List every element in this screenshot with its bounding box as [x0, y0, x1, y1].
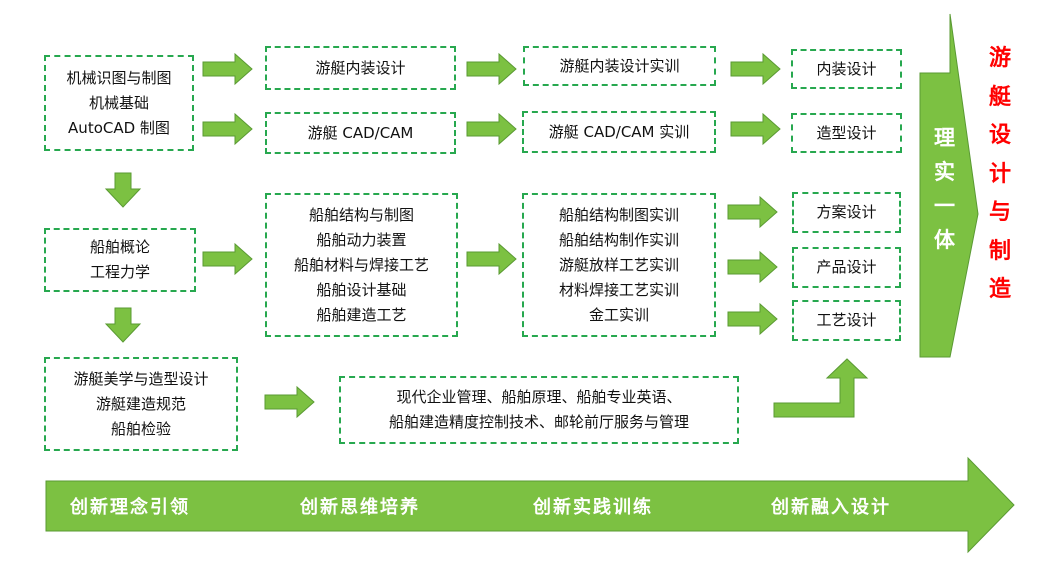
result-char: 与: [989, 200, 1012, 225]
core-box-3: 船舶结构与制图 船舶动力装置 船舶材料与焊接工艺 船舶设计基础 船舶建造工艺: [265, 193, 458, 337]
outcome-label: 产品设计: [816, 258, 877, 276]
result-char: 设: [989, 123, 1012, 148]
result-label: 游 艇 设 计 与 制 造: [989, 40, 1011, 310]
banner-label-3: 创新实践训练: [533, 497, 653, 518]
arrow-right: [202, 52, 253, 86]
course-label: 游艇内装设计实训: [559, 56, 680, 75]
arrow-bent-up: [773, 358, 869, 418]
arrow-right: [202, 242, 253, 276]
banner-label-1: 创新理念引领: [70, 497, 190, 518]
result-char: 计: [989, 161, 1012, 187]
general-courses-box: 现代企业管理、船舶原理、船舶专业英语、 船舶建造精度控制技术、邮轮前厅服务与管理: [339, 376, 739, 444]
banner-label-2: 创新思维培养: [300, 497, 420, 518]
arrow-right: [727, 250, 778, 284]
course-label: 船舶结构制作实训: [558, 230, 679, 249]
course-label: 游艇内装设计: [315, 58, 406, 77]
core-box-2: 游艇 CAD/CAM: [265, 112, 456, 154]
outcome-box-2: 造型设计: [791, 113, 902, 153]
core-box-1: 游艇内装设计: [265, 46, 456, 90]
integration-label: 理 实 一 体: [934, 121, 955, 257]
training-box-1: 游艇内装设计实训: [523, 46, 716, 86]
course-label: 游艇放样工艺实训: [558, 255, 679, 274]
integration-char: 理: [934, 126, 955, 150]
result-char: 游: [989, 46, 1012, 71]
integration-char: 体: [934, 228, 955, 252]
course-label: 现代企业管理、船舶原理、船舶专业英语、: [396, 388, 682, 406]
arrow-right: [202, 112, 253, 146]
result-char: 艇: [989, 84, 1012, 110]
arrow-down: [104, 307, 142, 343]
course-label: 船舶材料与焊接工艺: [293, 255, 429, 274]
course-label: 材料焊接工艺实训: [558, 280, 679, 299]
banner-label-4: 创新融入设计: [771, 497, 891, 518]
course-label: 金工实训: [588, 305, 649, 324]
arrow-down: [104, 172, 142, 208]
course-label: 船舶建造工艺: [316, 305, 407, 324]
integration-char: 实: [934, 160, 955, 184]
arrow-right: [466, 242, 517, 276]
course-label: 船舶建造精度控制技术、邮轮前厅服务与管理: [388, 413, 689, 431]
course-label: 游艇 CAD/CAM 实训: [548, 122, 690, 141]
outcome-box-5: 工艺设计: [792, 300, 901, 341]
integration-arrow: [919, 13, 979, 358]
result-char: 造: [989, 277, 1012, 302]
course-label: AutoCAD 制图: [68, 118, 170, 137]
course-label: 船舶动力装置: [316, 230, 407, 249]
outcome-box-1: 内装设计: [791, 49, 902, 89]
outcome-label: 方案设计: [816, 203, 877, 221]
integration-char: 一: [934, 194, 955, 218]
banner-arrow: [45, 456, 1015, 554]
arrow-right: [727, 195, 778, 229]
course-label: 机械基础: [88, 93, 149, 112]
course-label: 船舶概论: [89, 238, 150, 256]
outcome-label: 内装设计: [816, 59, 877, 78]
outcome-label: 造型设计: [816, 123, 877, 142]
outcome-box-4: 产品设计: [792, 247, 901, 288]
arrow-right: [264, 385, 315, 419]
foundation-box-3: 游艇美学与造型设计 游艇建造规范 船舶检验: [44, 357, 238, 451]
outcome-label: 工艺设计: [816, 311, 877, 329]
course-label: 船舶设计基础: [316, 280, 407, 299]
arrow-right: [730, 52, 781, 86]
arrow-right: [466, 52, 517, 86]
foundation-box-2: 船舶概论 工程力学: [44, 228, 196, 292]
course-label: 船舶检验: [110, 419, 171, 438]
course-label: 船舶结构制图实训: [558, 205, 679, 224]
arrow-right: [727, 302, 778, 336]
course-label: 船舶结构与制图: [308, 205, 414, 224]
arrow-right: [730, 112, 781, 146]
training-box-3: 船舶结构制图实训 船舶结构制作实训 游艇放样工艺实训 材料焊接工艺实训 金工实训: [522, 193, 716, 337]
result-char: 制: [989, 238, 1012, 264]
course-label: 游艇 CAD/CAM: [307, 123, 414, 142]
course-label: 游艇美学与造型设计: [73, 369, 209, 388]
training-box-2: 游艇 CAD/CAM 实训: [522, 111, 716, 153]
course-label: 工程力学: [89, 263, 150, 281]
outcome-box-3: 方案设计: [792, 192, 901, 233]
course-label: 机械识图与制图: [66, 68, 172, 87]
arrow-right: [466, 112, 517, 146]
course-label: 游艇建造规范: [95, 394, 186, 413]
foundation-box-1: 机械识图与制图 机械基础 AutoCAD 制图: [44, 55, 194, 151]
